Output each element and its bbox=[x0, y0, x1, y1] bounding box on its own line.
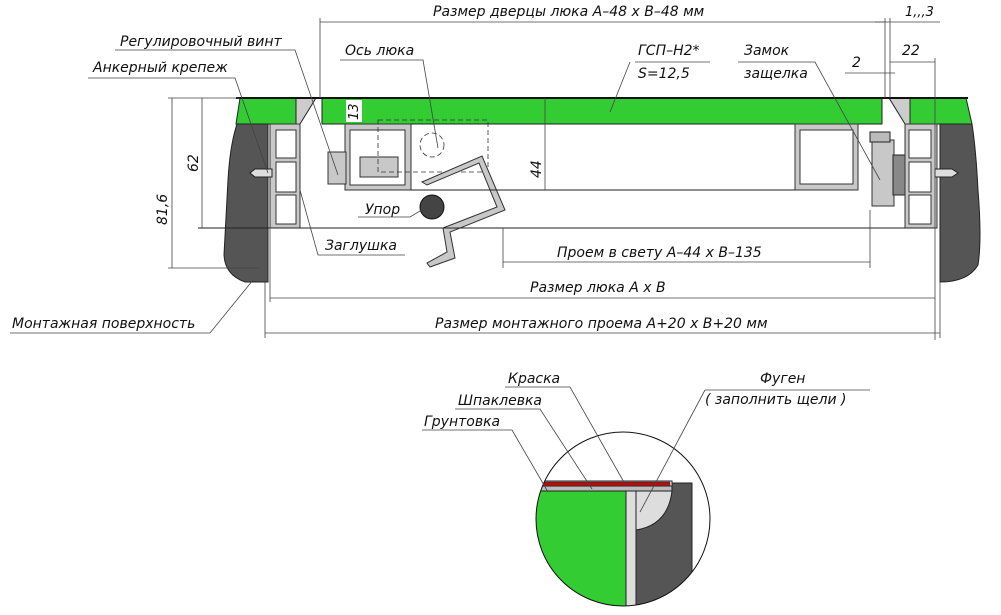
right-gypsum-board bbox=[909, 97, 973, 125]
door-gypsum-board bbox=[321, 97, 883, 125]
dim-13: 13 bbox=[347, 103, 362, 120]
clear-opening-label: Проем в свету A–44 x B–135 bbox=[557, 245, 762, 261]
dim-62: 62 bbox=[186, 154, 202, 172]
mount-opening-label: Размер монтажного проема A+20 x B+20 мм bbox=[435, 316, 768, 332]
gsp-label-2: S=12,5 bbox=[638, 66, 690, 82]
right-anchor bbox=[934, 168, 959, 178]
adjust-screw bbox=[327, 151, 347, 185]
left-wall bbox=[223, 123, 269, 283]
plug-label: Заглушка bbox=[325, 238, 397, 254]
putty-label: Шпаклевка bbox=[458, 393, 542, 409]
right-profile-lip bbox=[888, 97, 911, 125]
dim-44: 44 bbox=[529, 160, 545, 178]
left-gypsum-board bbox=[235, 97, 297, 125]
dim-22: 22 bbox=[902, 43, 920, 59]
dim-2: 2 bbox=[852, 55, 861, 71]
hatch-axis-label: Ось люка bbox=[345, 43, 414, 59]
anchor-label: Анкерный крепеж bbox=[92, 60, 228, 76]
hatch-size-label: Размер люка A x B bbox=[530, 280, 666, 296]
adjust-screw-label: Регулировочный винт bbox=[120, 34, 283, 50]
gap-label: 1,,,3 bbox=[905, 5, 934, 20]
stop bbox=[419, 194, 445, 220]
primer-label: Грунтовка bbox=[424, 414, 500, 430]
left-anchor bbox=[249, 168, 273, 178]
right-wall bbox=[939, 123, 981, 283]
fugen-label-1: Фуген bbox=[760, 371, 805, 387]
latch-lock bbox=[871, 139, 895, 207]
paint-label: Краска bbox=[508, 371, 560, 387]
dim-81-6: 81,6 bbox=[155, 194, 171, 225]
mount-surface-label: Монтажная поверхность bbox=[12, 316, 195, 332]
lock-label-1: Замок bbox=[744, 43, 790, 59]
fugen-label-2: ( заполнить щели ) bbox=[705, 392, 846, 408]
gsp-label-1: ГСП–Н2* bbox=[638, 43, 700, 59]
door-size-label: Размер дверцы люка A–48 x B–48 мм bbox=[433, 4, 705, 20]
door-bracket bbox=[420, 155, 506, 268]
lock-label-2: защелка bbox=[744, 66, 808, 82]
stop-label: Упор bbox=[365, 202, 400, 218]
detail-callout bbox=[536, 480, 693, 606]
